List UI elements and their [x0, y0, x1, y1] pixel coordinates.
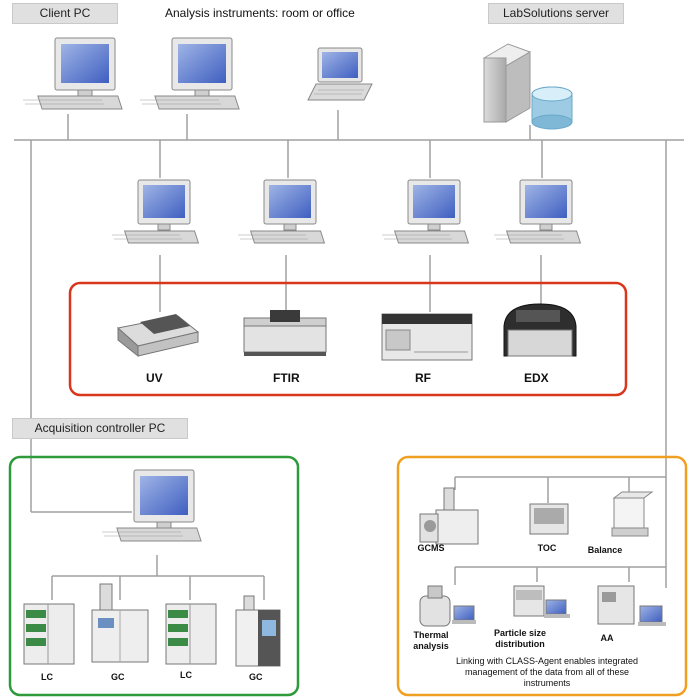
balance-instrument-icon [611, 491, 654, 537]
lc-instrument-1-icon [23, 603, 75, 665]
uv-label: UV [146, 371, 163, 385]
thermal-analysis-instrument-icon [419, 585, 476, 627]
server-icon [482, 43, 573, 130]
toc-label: TOC [537, 543, 557, 553]
uv-instrument-icon [116, 314, 200, 358]
client-pc-tag: Client PC [12, 3, 118, 24]
analysis-instruments-label: Analysis instruments: room or office [165, 6, 355, 20]
rf-label: RF [415, 371, 431, 385]
gcms-label: GCMS [417, 543, 445, 553]
acquisition-pc-icon [101, 469, 202, 542]
labsolutions-server-tag: LabSolutions server [488, 3, 624, 24]
client-pc-1-icon [22, 37, 123, 110]
rf-instrument-icon [381, 313, 473, 361]
ftir-pc-icon [237, 179, 325, 244]
gcms-instrument-icon [419, 487, 479, 545]
acquisition-controller-tag: Acquisition controller PC [12, 418, 188, 439]
thermal-analysis-label: Thermal analysis [413, 630, 449, 651]
ftir-instrument-icon [243, 310, 327, 356]
particle-size-label: Particle size distribution [493, 628, 547, 649]
gc-label-2: GC [249, 672, 263, 682]
toc-instrument-icon [529, 503, 569, 535]
edx-instrument-icon [503, 303, 577, 357]
gc-instrument-1-icon [91, 583, 149, 663]
laptop-icon [307, 47, 373, 101]
lc-instrument-2-icon [165, 603, 217, 665]
green-group-frame [8, 455, 300, 697]
aa-label: AA [600, 633, 614, 643]
ftir-label: FTIR [273, 371, 300, 385]
red-group-frame [68, 281, 628, 397]
labsolutions-server-label: LabSolutions server [502, 6, 610, 20]
gc-label-1: GC [111, 672, 125, 682]
rf-pc-icon [381, 179, 469, 244]
aa-instrument-icon [597, 585, 666, 626]
lc-label-2: LC [180, 670, 192, 680]
edx-pc-icon [493, 179, 581, 244]
gc-instrument-2-icon [235, 595, 281, 667]
client-pc-label: Client PC [39, 6, 91, 20]
particle-size-instrument-icon [513, 585, 570, 618]
lc-label-1: LC [41, 672, 53, 682]
edx-label: EDX [524, 371, 549, 385]
acquisition-controller-label: Acquisition controller PC [34, 421, 166, 435]
uv-pc-icon [111, 179, 199, 244]
class-agent-note: Linking with CLASS-Agent enables integra… [455, 656, 639, 688]
balance-label: Balance [587, 545, 623, 555]
orange-group-frame [396, 455, 688, 697]
client-pc-2-icon [139, 37, 240, 110]
